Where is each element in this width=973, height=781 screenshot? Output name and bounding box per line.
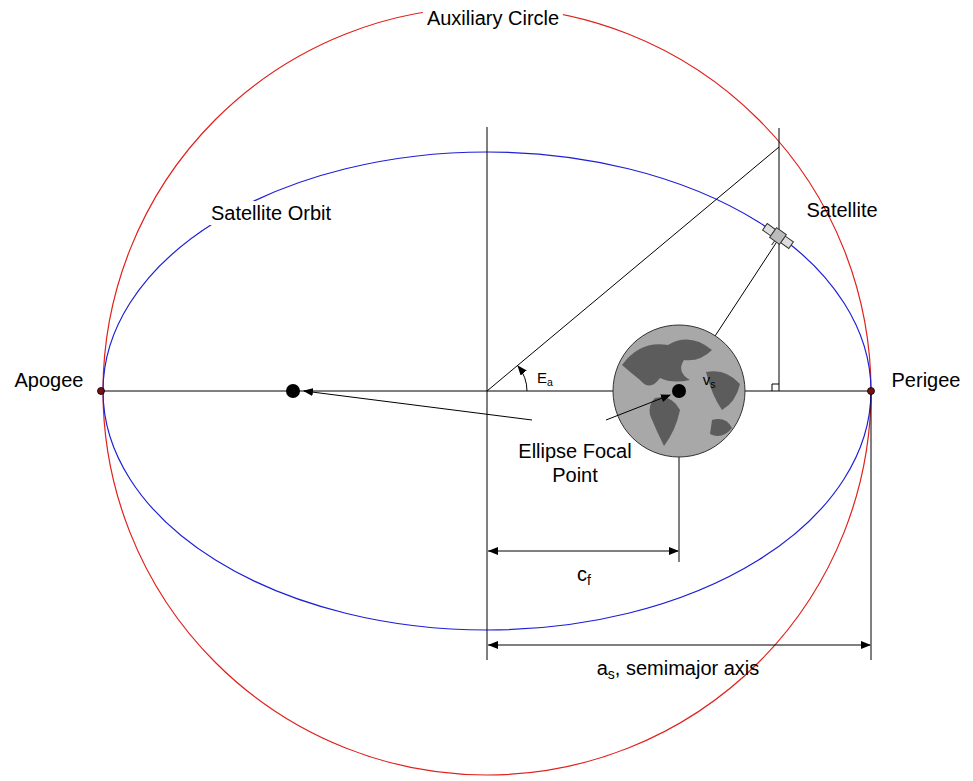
satellite-icon <box>759 222 795 254</box>
leader-arrow <box>304 391 532 420</box>
perigee-line <box>871 391 872 660</box>
diagram-label: Satellite <box>806 198 877 222</box>
angle-label: Ea <box>537 366 553 390</box>
point-label: Perigee <box>892 368 961 392</box>
diagram-label: Auxiliary Circle <box>423 6 563 30</box>
dimension-arrow <box>488 551 678 552</box>
focal-point <box>286 384 300 398</box>
earth <box>613 325 745 457</box>
focal-point-label: Ellipse Focal Point <box>495 439 655 487</box>
dimension-label: as, semimajor axis <box>597 656 760 680</box>
angle-label: vs <box>703 368 716 392</box>
dimension-arrow <box>488 645 870 646</box>
point-label: Apogee <box>15 368 84 392</box>
projection-line <box>779 128 780 391</box>
center-line <box>487 127 488 660</box>
right-angle-mark <box>772 384 779 391</box>
dimension-label: cf <box>577 562 591 586</box>
perigee-point <box>868 388 875 395</box>
eccentric-anomaly-line <box>487 147 779 391</box>
major-axis <box>100 391 872 392</box>
apogee-point <box>98 388 105 395</box>
leader-arrow <box>606 395 670 420</box>
diagram-label: Satellite Orbit <box>207 201 335 225</box>
angle-arc <box>518 366 527 391</box>
